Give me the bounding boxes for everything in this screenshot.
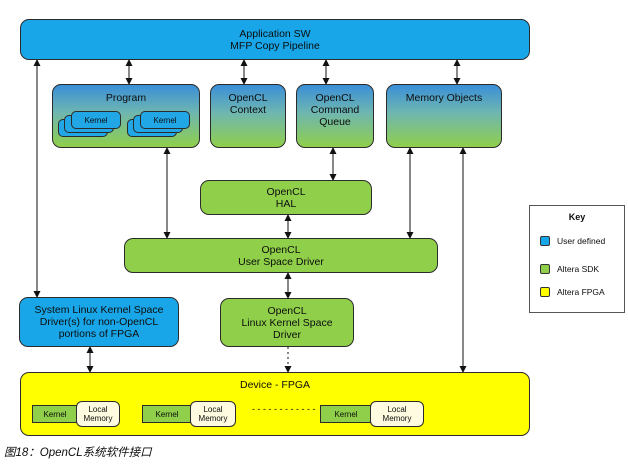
queue-line-2: Command <box>310 104 360 116</box>
system-driver-line-1: System Linux Kernel Space <box>34 304 164 316</box>
legend-swatch-green <box>540 264 550 274</box>
hal-line-2: HAL <box>275 197 297 210</box>
hal-line-1: OpenCL <box>266 185 306 198</box>
kernel-space-driver-box: OpenCL Linux Kernel Space Driver <box>220 298 354 347</box>
context-line-1: OpenCL <box>228 92 268 104</box>
device-kernel: Kernel <box>32 405 78 423</box>
application-subtitle: MFP Copy Pipeline <box>230 39 320 52</box>
local-memory-line-2: Memory <box>198 414 228 423</box>
legend-swatch-yellow <box>540 287 550 297</box>
legend-label: Altera FPGA <box>557 287 605 297</box>
system-driver-line-3: portions of FPGA <box>58 328 140 340</box>
kernel-driver-line-3: Driver <box>273 328 301 341</box>
user-driver-line-1: OpenCL <box>261 243 301 256</box>
legend-key: Key User defined Altera SDK Altera FPGA <box>529 205 625 313</box>
legend-label: Altera SDK <box>557 264 600 274</box>
local-memory: Local Memory <box>76 401 120 427</box>
device-kernel: Kernel <box>142 405 192 423</box>
queue-line-1: OpenCL <box>315 92 355 104</box>
memory-objects-box: Memory Objects <box>386 84 502 148</box>
figure-caption: 图18：OpenCL系统软件接口 <box>4 447 152 459</box>
legend-item-altera-sdk: Altera SDK <box>540 263 599 275</box>
local-memory-line-1: Local <box>203 405 223 414</box>
queue-line-3: Queue <box>319 116 351 128</box>
kernel-card: Kernel <box>71 111 121 129</box>
device-units: Kernel Local Memory Kernel Local Memory … <box>20 392 530 436</box>
legend-title: Key <box>568 212 586 222</box>
system-kernel-driver-box: System Linux Kernel Space Driver(s) for … <box>19 297 179 347</box>
memory-objects-title: Memory Objects <box>405 92 483 104</box>
system-driver-line-2: Driver(s) for non-OpenCL <box>39 316 159 328</box>
application-title: Application SW <box>239 27 311 40</box>
user-space-driver-box: OpenCL User Space Driver <box>124 238 438 273</box>
application-sw-box: Application SW MFP Copy Pipeline <box>20 19 530 60</box>
opencl-command-queue-box: OpenCL Command Queue <box>296 84 374 148</box>
local-memory-line-2: Memory <box>382 414 412 423</box>
local-memory-line-2: Memory <box>83 414 113 423</box>
context-line-2: Context <box>229 104 267 116</box>
device-ellipsis: - - - - - - - - - - - - <box>252 404 316 414</box>
local-memory: Local Memory <box>370 401 424 427</box>
local-memory-line-1: Local <box>387 405 407 414</box>
program-title: Program <box>105 92 147 104</box>
legend-item-user-defined: User defined <box>540 235 605 247</box>
local-memory: Local Memory <box>190 401 236 427</box>
kernel-card: Kernel <box>140 111 190 129</box>
legend-item-altera-fpga: Altera FPGA <box>540 286 605 298</box>
kernel-driver-line-2: Linux Kernel Space <box>241 316 333 329</box>
device-title: Device - FPGA <box>239 379 310 391</box>
user-driver-line-2: User Space Driver <box>238 255 324 268</box>
kernel-driver-line-1: OpenCL <box>267 304 307 317</box>
opencl-context-box: OpenCL Context <box>210 84 286 148</box>
device-kernel: Kernel <box>320 405 372 423</box>
local-memory-line-1: Local <box>88 405 108 414</box>
legend-swatch-blue <box>540 236 550 246</box>
legend-label: User defined <box>557 236 606 246</box>
opencl-hal-box: OpenCL HAL <box>200 180 372 215</box>
